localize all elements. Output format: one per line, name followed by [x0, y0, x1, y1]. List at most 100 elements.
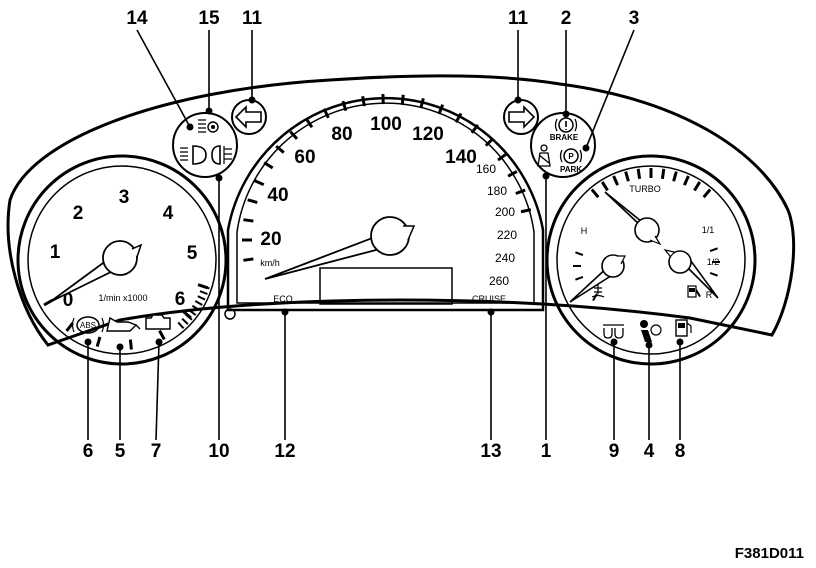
- tach-redline-tick: [199, 290, 208, 296]
- turbo-label: TURBO: [629, 184, 661, 194]
- airbag-warning-icon: [640, 320, 662, 342]
- tach-label-0: 0: [63, 290, 74, 311]
- speed-label-220: 220: [497, 228, 517, 242]
- turbo-tick: [660, 168, 666, 180]
- temp-hot-label: H: [581, 226, 588, 236]
- temp-tick: [592, 293, 598, 302]
- svg-text:P: P: [568, 152, 574, 161]
- callout-7: 7: [151, 441, 162, 462]
- callout-15: 15: [198, 8, 220, 29]
- speed-tick: [454, 112, 463, 123]
- right-turn-signal: [503, 99, 539, 135]
- fuel-reserve-label: R: [706, 290, 713, 300]
- speed-tick: [520, 208, 532, 214]
- speed-label-60: 60: [294, 147, 315, 168]
- low-fuel-warning-icon: [675, 319, 692, 337]
- turbo-tick: [590, 188, 600, 199]
- speed-label-160: 160: [476, 162, 496, 176]
- speed-tick: [361, 95, 366, 107]
- fog-light-cluster-ring: [172, 112, 238, 178]
- tach-label-4: 4: [163, 203, 174, 224]
- tach-label-3: 3: [119, 187, 130, 208]
- abs-label: ABS: [80, 321, 96, 330]
- brake-label: BRAKE: [550, 133, 579, 142]
- speed-tick: [470, 124, 480, 134]
- left-turn-signal: [231, 99, 267, 135]
- combination-gauge: TURBO H 1/1 1/2 R: [545, 154, 757, 366]
- speed-tick: [341, 100, 348, 112]
- brake-warning-icon: BRAKE: [550, 117, 579, 142]
- speed-tick: [497, 152, 507, 162]
- right-arrow-icon: [508, 105, 536, 129]
- coolant-temperature-icon: [591, 284, 605, 298]
- callout-13: 13: [480, 441, 501, 462]
- speed-tick: [263, 161, 274, 170]
- tach-redline-tick: [191, 304, 200, 311]
- speed-tick: [400, 94, 405, 105]
- callout-12: 12: [274, 441, 295, 462]
- turbo-tick: [636, 168, 642, 180]
- temp-tick: [575, 276, 584, 281]
- speed-tick: [437, 104, 445, 115]
- tach-redline-tick: [201, 285, 210, 290]
- speedometer: 20 40 60 80 100 120 140 160 180 200 220 …: [226, 94, 545, 312]
- tach-redline-tick: [177, 321, 185, 330]
- callout-9: 9: [609, 441, 620, 462]
- tachometer-hub: [102, 240, 138, 276]
- speed-label-140: 140: [445, 147, 477, 168]
- speedometer-ticks: [242, 94, 532, 262]
- speed-label-200: 200: [495, 205, 515, 219]
- turbo-tick: [702, 188, 712, 199]
- callout-8: 8: [675, 441, 686, 462]
- turbo-gauge-ticks: [590, 168, 712, 199]
- fuel-tick: [709, 272, 718, 277]
- turbo-hub: [634, 217, 660, 243]
- oil-pressure-icon: [106, 316, 141, 332]
- speed-label-100: 100: [370, 114, 402, 135]
- speed-tick: [243, 257, 254, 262]
- glow-plug-indicator-icon: [603, 324, 624, 339]
- tach-label-5: 5: [187, 243, 198, 264]
- speed-tick: [515, 188, 526, 195]
- check-engine-icon: [145, 314, 171, 330]
- fuel-hub: [668, 250, 692, 274]
- parking-brake-icon: P PARK: [559, 148, 582, 174]
- callout-4: 4: [644, 441, 655, 462]
- turbo-tick: [672, 171, 678, 182]
- speedometer-outer-bezel: [226, 97, 545, 312]
- callout-5: 5: [115, 441, 126, 462]
- rear-fog-light-secondary-icon: [211, 145, 232, 165]
- trip-odometer-display: [319, 267, 453, 305]
- tach-redline-tick: [181, 317, 189, 325]
- speed-tick: [289, 130, 299, 140]
- callout-2: 2: [561, 8, 572, 29]
- speed-label-180: 180: [487, 184, 507, 198]
- speed-label-20: 20: [260, 229, 281, 250]
- tach-redline-tick: [188, 309, 197, 316]
- turbo-tick: [682, 175, 690, 186]
- speedometer-inner-bezel: [236, 102, 535, 304]
- speed-label-260: 260: [489, 274, 509, 288]
- tachometer-redline-ticks: [177, 285, 210, 330]
- fuel-full-label: 1/1: [702, 225, 715, 235]
- cluster-housing: [6, 74, 796, 347]
- tach-major-tick: [65, 322, 74, 332]
- callout-dots: [84, 96, 684, 351]
- speed-tick: [275, 145, 285, 154]
- callout-11-left: 11: [242, 8, 263, 29]
- callout-3: 3: [629, 8, 640, 29]
- tachometer-outer-ring: [16, 154, 228, 366]
- callout-6: 6: [83, 441, 94, 462]
- speed-label-80: 80: [331, 124, 352, 145]
- eco-indicator-label: ECO: [273, 294, 293, 304]
- speed-tick: [322, 108, 330, 119]
- seat-belt-reminder-icon: [537, 144, 551, 167]
- speed-label-240: 240: [495, 251, 515, 265]
- speed-tick: [419, 97, 425, 109]
- abs-warning-light: ABS: [71, 316, 105, 334]
- fog-light-indicator-group: [172, 112, 238, 178]
- temperature-gauge-ticks: [573, 251, 598, 302]
- left-arrow-icon: [234, 105, 262, 129]
- turbo-tick: [600, 181, 609, 192]
